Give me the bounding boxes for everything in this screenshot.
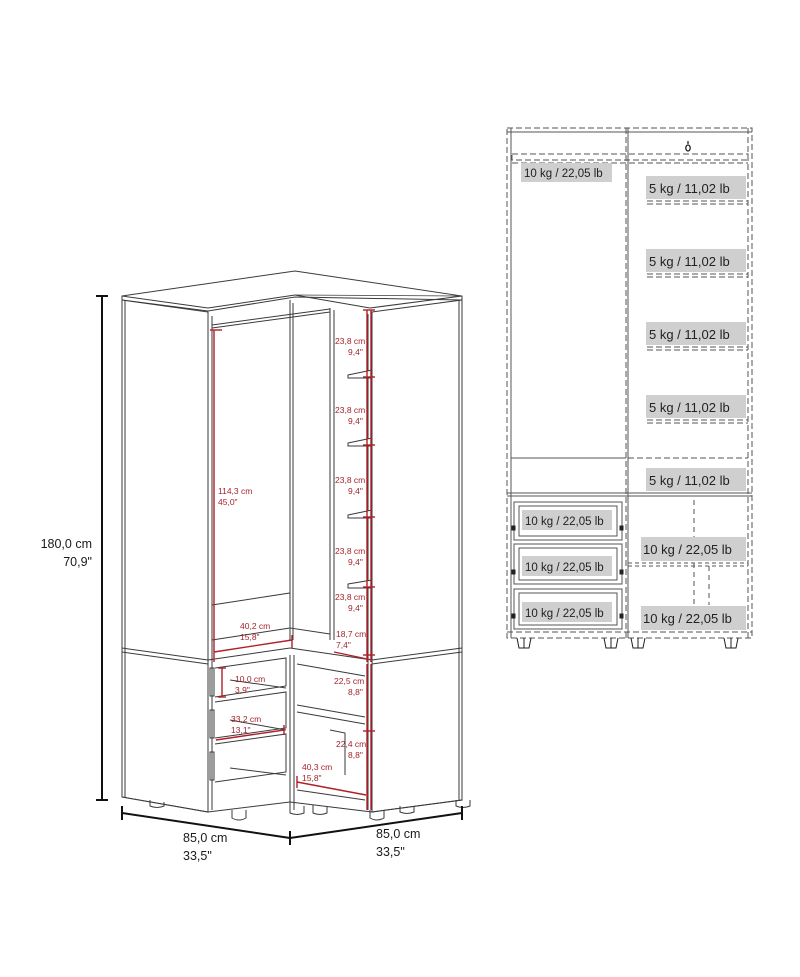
hanging-height-cm: 114,3 cm [218,486,252,496]
foot [289,805,305,815]
shelf-gap-4-in: 9,4" [348,557,363,567]
shelf-gap-1-cm: 23,8 cm [335,336,365,346]
front-load-diagram [506,127,753,649]
shelf-gap-6-cm: 18,7 cm [336,629,366,639]
shelf-load-5: 5 kg / 11,02 lb [649,473,730,488]
lower-shelf-load-1: 10 kg / 22,05 lb [643,542,732,557]
overall-dimension-labels: 180,0 cm 70,9" 85,0 cm 33,5" 85,0 cm 33,… [41,537,421,863]
shelf-gap-5-cm: 23,8 cm [335,592,365,602]
shelf-gap-3-cm: 23,8 cm [335,475,365,485]
width-right-cm: 85,0 cm [376,827,420,841]
drawer-load-2: 10 kg / 22,05 lb [525,562,604,574]
width-left-in: 33,5" [183,849,212,863]
shelf-load-1: 5 kg / 11,02 lb [649,181,730,196]
height-cm: 180,0 cm [41,537,92,551]
lower-shelf-width-cm: 40,3 cm [302,762,332,772]
shelf-gap-4-cm: 23,8 cm [335,546,365,556]
lower-shelf-width-in: 15,8" [302,773,322,783]
hanger-hook-icon [685,141,691,152]
width-left-cm: 85,0 cm [183,831,227,845]
load-labels: 10 kg / 22,05 lb 5 kg / 11,02 lb 5 kg / … [521,163,746,630]
foot [231,810,247,821]
lower-shelf-top-cm: 22,5 cm [334,676,364,686]
hanging-width-in: 15,8" [240,632,260,642]
feet [516,637,739,649]
shelf-gap-1-in: 9,4" [348,347,363,357]
lower-shelf-top-in: 8,8" [348,687,363,697]
lower-shelf-bottom-in: 8,8" [348,750,363,760]
foot [149,800,165,808]
shelf-gap-5-in: 9,4" [348,603,363,613]
foot [399,806,415,814]
width-right-in: 33,5" [376,845,405,859]
shelf-gap-3-in: 9,4" [348,486,363,496]
foot [369,810,385,821]
isometric-wardrobe [121,270,471,821]
overall-dimension-lines [96,295,463,845]
height-in: 70,9" [63,555,92,569]
shelf-load-2: 5 kg / 11,02 lb [649,254,730,269]
shelf-load-3: 5 kg / 11,02 lb [649,327,730,342]
shelf-gap-2-in: 9,4" [348,416,363,426]
red-measure-labels: 114,3 cm 45,0" 40,2 cm 15,8" 23,8 cm 9,4… [218,336,366,783]
drawer-depth-cm: 33,2 cm [231,714,261,724]
hanging-height-in: 45,0" [218,497,238,507]
drawer-load-3: 10 kg / 22,05 lb [525,608,604,620]
drawer-load-1: 10 kg / 22,05 lb [525,516,604,528]
shelf-gap-6-in: 7,4" [336,640,351,650]
shelf-load-4: 5 kg / 11,02 lb [649,400,730,415]
red-measure-lines [210,309,375,810]
drawer-height-cm: 10,0 cm [235,674,265,684]
hanging-width-cm: 40,2 cm [240,621,270,631]
rod-load: 10 kg / 22,05 lb [524,168,603,180]
lower-shelf-load-2: 10 kg / 22,05 lb [643,611,732,626]
shelf-gap-2-cm: 23,8 cm [335,405,365,415]
drawer-depth-in: 13,1" [231,725,251,735]
drawer-height-in: 3,9" [235,685,250,695]
lower-shelf-bottom-cm: 22,4 cm [336,739,366,749]
foot [312,805,328,815]
